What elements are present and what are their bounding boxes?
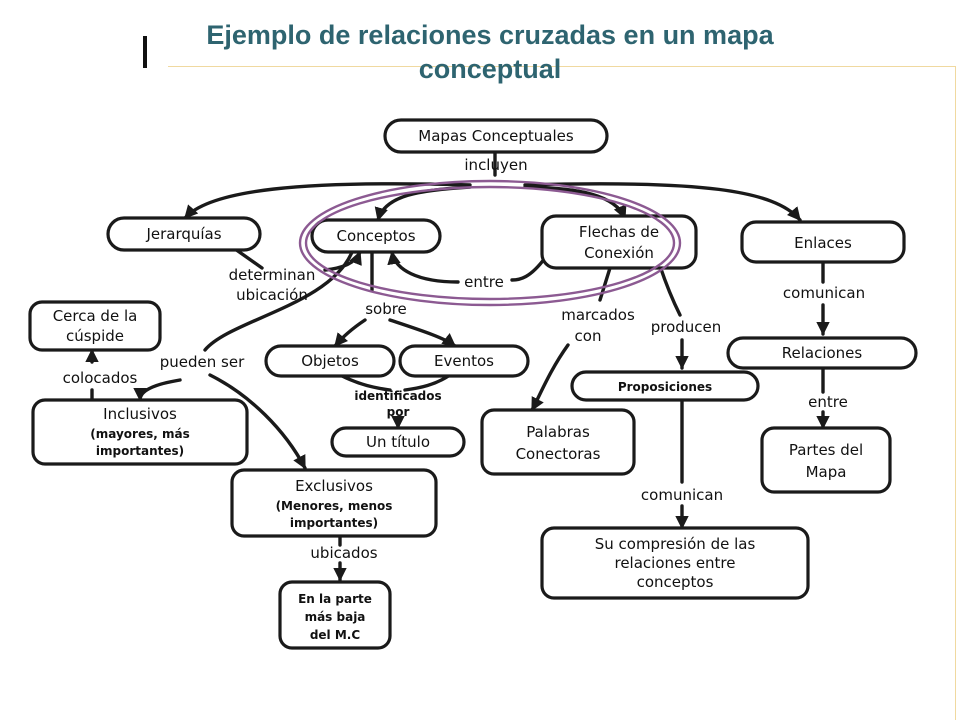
- node-objetos-label: Objetos: [301, 352, 359, 370]
- node-objetos: Objetos: [264, 344, 396, 378]
- link-pueden-ser: pueden ser: [160, 353, 245, 371]
- node-proposiciones-label: Proposiciones: [618, 380, 712, 394]
- slide-rule-horizontal: [168, 66, 956, 67]
- edge-entre-conceptos: [387, 250, 460, 284]
- link-comunican-proposiciones: comunican: [641, 486, 723, 504]
- node-partes-del-mapa: Partes del Mapa: [760, 426, 892, 494]
- node-partes-label-2: Mapa: [806, 463, 847, 481]
- node-relaciones-label: Relaciones: [782, 344, 863, 362]
- node-comprension-label-1: Su compresión de las: [595, 535, 756, 553]
- node-conceptos-label: Conceptos: [336, 227, 415, 245]
- edge-incluyen-jerarquias: [183, 182, 472, 220]
- node-titulo-label: Un título: [366, 433, 430, 451]
- node-exclusivos-label-2: (Menores, menos: [276, 499, 393, 513]
- link-comunican-enlaces: comunican: [783, 284, 865, 302]
- link-determinan: determinan: [229, 266, 316, 284]
- node-comprension-label-3: conceptos: [637, 573, 714, 591]
- edge-flechas-entre: [510, 256, 547, 282]
- node-palabras-conectoras: Palabras Conectoras: [480, 408, 636, 476]
- node-relaciones: Relaciones: [726, 336, 918, 370]
- link-colocados: colocados: [63, 369, 138, 387]
- edge-pueden-exclusivos: [208, 373, 307, 470]
- edge-incluyen-enlaces: [523, 182, 802, 222]
- link-sobre: sobre: [365, 300, 407, 318]
- slide-title-line-1: Ejemplo de relaciones cruzadas en un map…: [206, 20, 774, 50]
- edge-flechas-producen: [658, 264, 682, 317]
- link-con: con: [575, 327, 602, 345]
- edge-incluyen-conceptos: [374, 185, 472, 222]
- link-entre-relaciones: entre: [808, 393, 848, 411]
- node-inclusivos-label-2: (mayores, más: [90, 427, 189, 441]
- link-labels: incluyen determinan ubicación entre sobr…: [63, 156, 865, 562]
- edges: [85, 148, 830, 582]
- node-partes-label-1: Partes del: [789, 441, 863, 459]
- cross-link-highlight: [298, 179, 682, 307]
- node-exclusivos: Exclusivos (Menores, menos importantes): [230, 468, 438, 538]
- edge-flechas-marcados: [598, 266, 612, 302]
- node-comprension-label-2: relaciones entre: [614, 554, 735, 572]
- link-producen: producen: [651, 318, 722, 336]
- node-jerarquias-label: Jerarquías: [145, 225, 221, 243]
- link-incluyen: incluyen: [464, 156, 527, 174]
- node-mapas-conceptuales: Mapas Conceptuales: [383, 118, 609, 154]
- node-flechas-label-1: Flechas de: [579, 223, 659, 241]
- node-un-titulo: Un título: [330, 426, 466, 458]
- link-identificados: identificados: [354, 389, 441, 403]
- slide-title-line-2: conceptual: [418, 54, 562, 84]
- node-jerarquias: Jerarquías: [106, 216, 262, 252]
- node-parte-baja-label-2: más baja: [305, 610, 366, 624]
- node-conceptos: Conceptos: [310, 218, 442, 254]
- node-mapas-label: Mapas Conceptuales: [418, 127, 574, 145]
- node-palabras-label-2: Conectoras: [516, 445, 601, 463]
- node-parte-baja-label-1: En la parte: [298, 592, 372, 606]
- node-inclusivos-label-1: Inclusivos: [103, 405, 177, 423]
- node-parte-baja-label-3: del M.C: [310, 628, 361, 642]
- edge-pueden-inclusivos: [133, 378, 182, 402]
- edge-conceptos-pueden: [203, 250, 354, 352]
- link-por: por: [387, 405, 410, 419]
- node-enlaces: Enlaces: [740, 220, 906, 264]
- node-flechas-label-2: Conexión: [584, 244, 654, 262]
- node-cerca-label-2: cúspide: [66, 327, 124, 345]
- node-exclusivos-label-1: Exclusivos: [295, 477, 373, 495]
- link-ubicacion: ubicación: [236, 286, 308, 304]
- node-enlaces-label: Enlaces: [794, 234, 852, 252]
- slide-rule-vertical: [955, 66, 956, 720]
- node-en-la-parte-baja: En la parte más baja del M.C: [278, 580, 392, 650]
- node-eventos-label: Eventos: [434, 352, 494, 370]
- node-inclusivos: Inclusivos (mayores, más importantes): [31, 398, 249, 466]
- link-ubicados: ubicados: [310, 544, 377, 562]
- node-palabras-label-1: Palabras: [526, 423, 590, 441]
- node-flechas-de-conexion: Flechas de Conexión: [540, 214, 698, 270]
- node-exclusivos-label-3: importantes): [290, 516, 378, 530]
- node-eventos: Eventos: [398, 344, 530, 378]
- edge-sobre-objetos: [333, 318, 367, 348]
- node-inclusivos-label-3: importantes): [96, 444, 184, 458]
- link-entre-flechas: entre: [464, 273, 504, 291]
- slide-title: Ejemplo de relaciones cruzadas en un map…: [150, 18, 830, 86]
- node-proposiciones: Proposiciones: [570, 370, 760, 402]
- link-marcados: marcados: [561, 306, 635, 324]
- edge-sobre-eventos: [388, 318, 457, 348]
- node-cerca-label-1: Cerca de la: [53, 307, 138, 325]
- edge-marcados-palabras: [530, 343, 570, 412]
- node-su-comprension: Su compresión de las relaciones entre co…: [540, 526, 810, 600]
- title-accent-bar: [143, 36, 147, 68]
- edge-incluyen-flechas: [523, 185, 627, 220]
- node-cerca-de-la-cuspide: Cerca de la cúspide: [28, 300, 162, 352]
